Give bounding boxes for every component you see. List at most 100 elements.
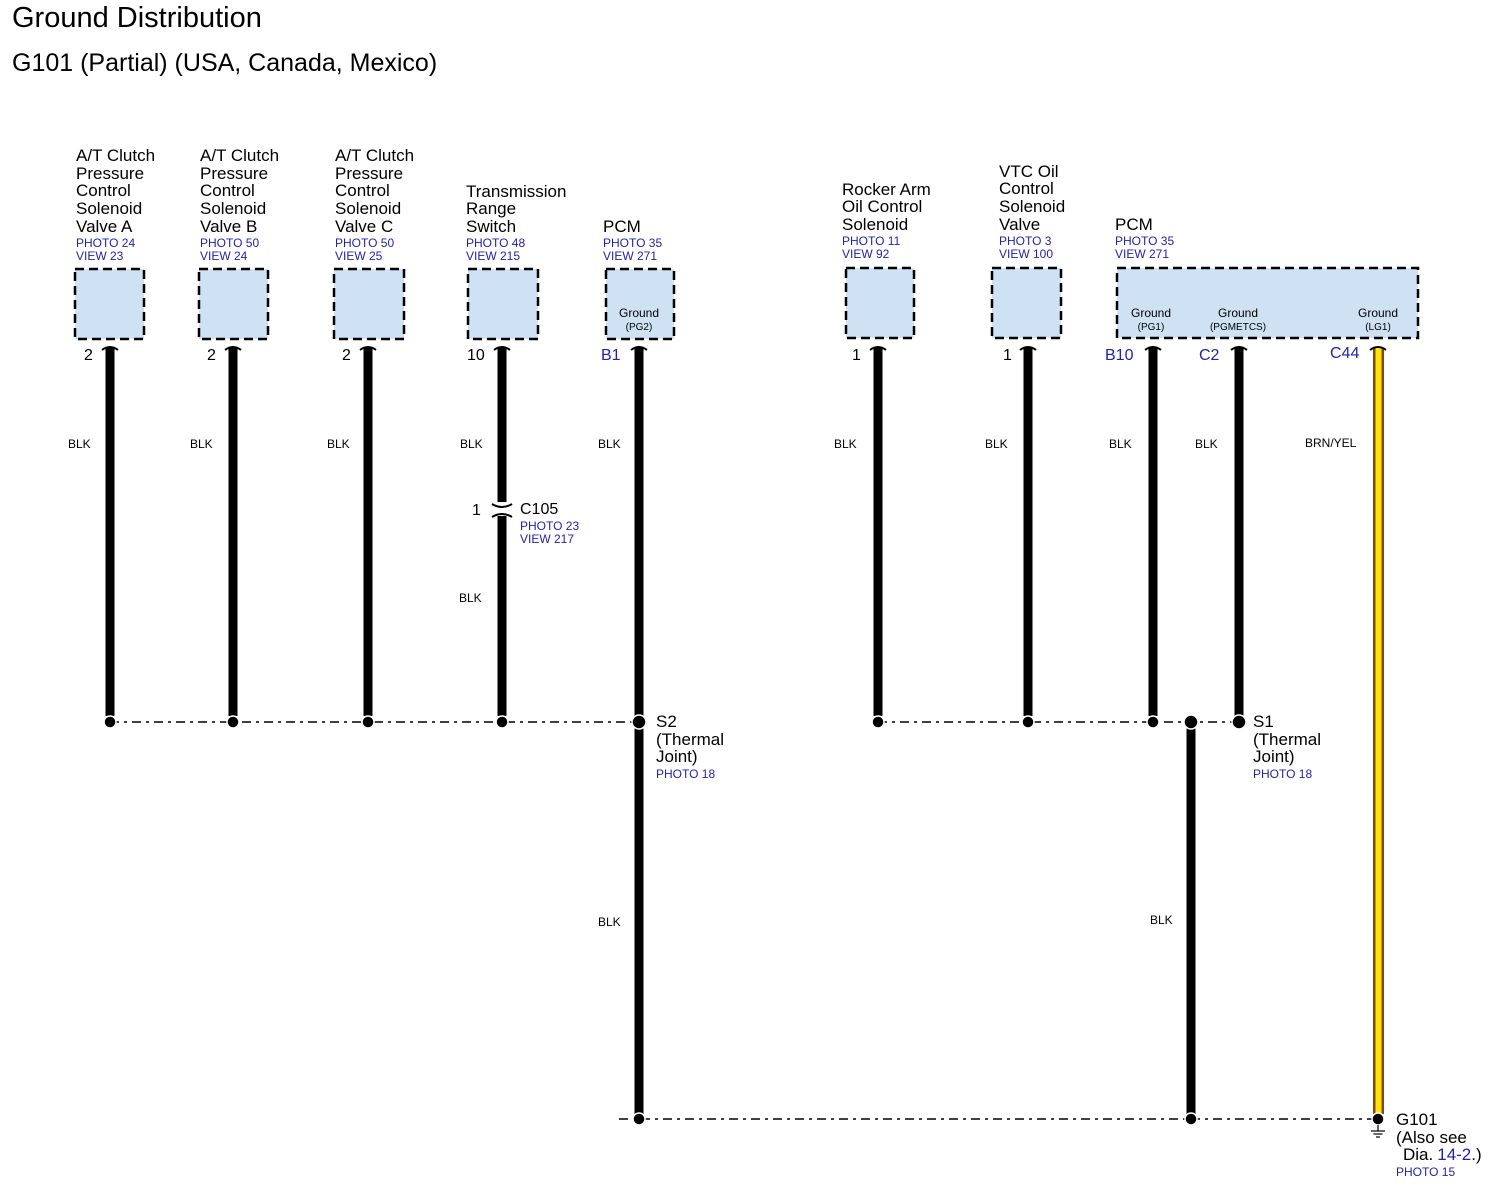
wire-color-label: BLK	[190, 437, 213, 451]
view-link[interactable]: VIEW 100	[999, 247, 1053, 261]
component-name-line: PCM	[1115, 215, 1153, 234]
component-name-line: Switch	[466, 217, 516, 236]
component-box[interactable]	[844, 266, 916, 340]
component-pcm-right: PCM PHOTO 35 VIEW 271	[1115, 215, 1174, 261]
pin-terminal	[359, 346, 377, 351]
photo-link[interactable]: PHOTO 35	[1115, 234, 1174, 248]
connector-c105[interactable]: 1 C105 PHOTO 23 VIEW 217	[472, 501, 579, 546]
pin-terminal	[224, 346, 242, 351]
photo-link[interactable]: PHOTO 15	[1396, 1165, 1455, 1179]
component-at-clutch-valve-c: A/T Clutch Pressure Control Solenoid Val…	[335, 146, 414, 263]
view-link[interactable]: VIEW 217	[520, 532, 574, 546]
component-name-line: Pressure	[200, 164, 268, 183]
component-pcm-left: PCM PHOTO 35 VIEW 271	[603, 217, 662, 263]
junction-dot	[226, 715, 240, 729]
component-name-line: Valve A	[76, 217, 133, 236]
diagram-link[interactable]: 14-2	[1437, 1145, 1471, 1164]
component-name-line: Control	[335, 181, 390, 200]
component-name-line: Valve B	[200, 217, 257, 236]
junction-dot	[361, 715, 375, 729]
photo-link[interactable]: PHOTO 3	[999, 234, 1052, 248]
component-name-line: A/T Clutch	[76, 146, 155, 165]
component-name-line: Range	[466, 199, 516, 218]
component-box[interactable]	[990, 266, 1063, 340]
pin-number: C44	[1330, 345, 1359, 362]
splice-name: S2	[656, 712, 677, 731]
view-link[interactable]: VIEW 271	[603, 249, 657, 263]
component-name-line: Oil Control	[842, 197, 922, 216]
view-link[interactable]: VIEW 92	[842, 247, 890, 261]
pin-terminal	[1230, 346, 1248, 351]
junction-dot	[103, 715, 117, 729]
ground-g101-dot[interactable]	[1371, 1112, 1385, 1126]
wire-color-label: BLK	[598, 437, 621, 451]
component-name-line: Solenoid	[842, 215, 908, 234]
photo-link[interactable]: PHOTO 18	[656, 767, 715, 781]
ground-sublabel: (PG1)	[1138, 322, 1165, 333]
see-also-suffix: .)	[1471, 1145, 1481, 1164]
connector-terminal-bottom	[491, 513, 513, 518]
pin-number: 10	[467, 347, 485, 364]
component-at-clutch-valve-b: A/T Clutch Pressure Control Solenoid Val…	[200, 146, 279, 263]
photo-link[interactable]: PHOTO 50	[335, 236, 394, 250]
component-box[interactable]	[332, 267, 406, 341]
photo-link[interactable]: PHOTO 24	[76, 236, 135, 250]
component-box[interactable]	[466, 267, 540, 341]
junction-dot	[495, 715, 509, 729]
component-box[interactable]	[604, 267, 676, 341]
view-link[interactable]: VIEW 271	[1115, 247, 1169, 261]
pin-terminal	[1144, 346, 1162, 351]
component-name-line: VTC Oil	[999, 162, 1059, 181]
component-name-line: Solenoid	[76, 199, 142, 218]
component-name-line: Valve	[999, 215, 1040, 234]
junction-dot	[871, 715, 885, 729]
component-box[interactable]	[197, 267, 270, 341]
photo-link[interactable]: PHOTO 23	[520, 519, 579, 533]
photo-link[interactable]: PHOTO 48	[466, 236, 525, 250]
ground-label: Ground	[1131, 306, 1171, 320]
wire-color-label: BLK	[68, 437, 91, 451]
view-link[interactable]: VIEW 23	[76, 249, 124, 263]
view-link[interactable]: VIEW 215	[466, 249, 520, 263]
pin-number: B10	[1105, 347, 1134, 364]
pin-number: 1	[852, 347, 861, 364]
photo-link[interactable]: PHOTO 11	[842, 234, 901, 248]
component-name-line: Transmission	[466, 182, 566, 201]
junction-dot	[1184, 1112, 1198, 1126]
view-link[interactable]: VIEW 24	[200, 249, 248, 263]
ground-sublabel: (LG1)	[1365, 322, 1391, 333]
ground-point-name: G101	[1396, 1110, 1438, 1129]
wire-brn-yel[interactable]	[1373, 348, 1384, 1114]
component-name-line: Solenoid	[200, 199, 266, 218]
component-name-line: A/T Clutch	[200, 146, 279, 165]
photo-link[interactable]: PHOTO 50	[200, 236, 259, 250]
component-box[interactable]	[73, 267, 146, 341]
pin-terminal	[493, 346, 511, 351]
photo-link[interactable]: PHOTO 18	[1253, 767, 1312, 781]
wire-color-label: BLK	[460, 437, 483, 451]
pin-terminal	[869, 346, 887, 351]
photo-link[interactable]: PHOTO 35	[603, 236, 662, 250]
splice-desc-line: Joint)	[1253, 747, 1295, 766]
wire-color-label: BLK	[327, 437, 350, 451]
view-link[interactable]: VIEW 25	[335, 249, 383, 263]
component-at-clutch-valve-a: A/T Clutch Pressure Control Solenoid Val…	[76, 146, 155, 263]
component-name-line: PCM	[603, 217, 641, 236]
junction-dot	[632, 1112, 646, 1126]
wire-color-label: BLK	[834, 437, 857, 451]
connector-name: C105	[520, 501, 558, 518]
splice-s1-dot[interactable]	[1231, 714, 1247, 730]
component-name-line: Rocker Arm	[842, 180, 931, 199]
splice-s2-dot[interactable]	[631, 714, 647, 730]
component-box[interactable]	[1115, 266, 1420, 340]
pin-terminal	[101, 346, 119, 351]
pin-number: 2	[84, 347, 93, 364]
pin-number: 2	[207, 347, 216, 364]
connector-terminal-top	[491, 503, 513, 508]
pin-number: C2	[1199, 347, 1220, 364]
component-name-line: Valve C	[335, 217, 393, 236]
connector-pin: 1	[472, 502, 481, 519]
ground-label: Ground	[1218, 306, 1258, 320]
